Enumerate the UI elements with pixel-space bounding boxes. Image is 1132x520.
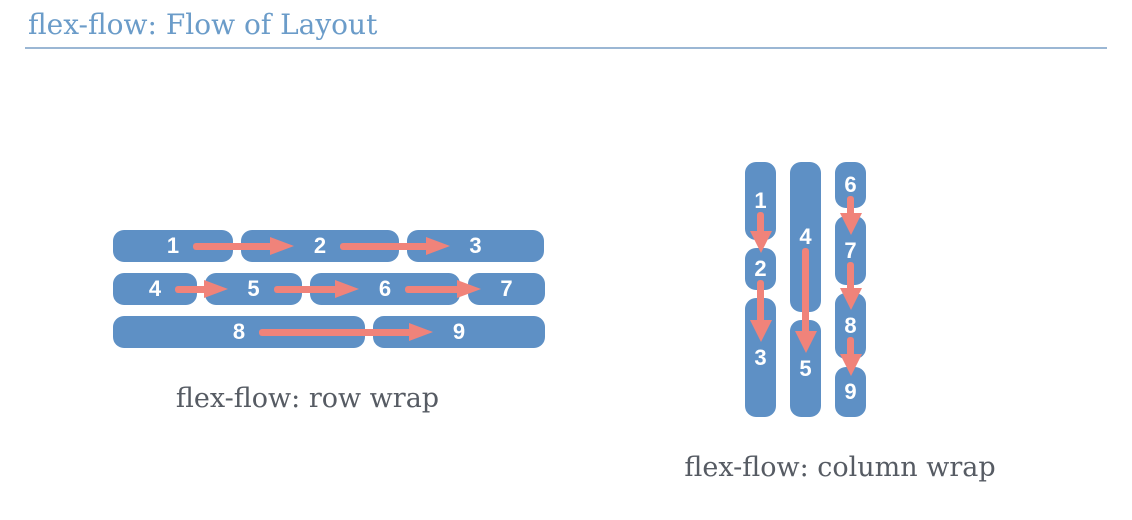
flow-arrow-down-icon xyxy=(839,196,862,235)
flex-item-label: 7 xyxy=(500,276,513,301)
flow-arrow-down-icon xyxy=(839,337,862,376)
flex-item-label: 6 xyxy=(844,172,857,197)
flow-arrow-down-icon xyxy=(794,248,817,353)
flow-arrow-down-icon xyxy=(839,261,862,310)
flow-arrow-right-icon xyxy=(405,280,481,298)
flex-item-box-4: 4 xyxy=(790,162,821,312)
flow-arrow-right-icon xyxy=(340,237,450,255)
flow-arrow-down-icon xyxy=(749,280,772,342)
flex-item-label: 3 xyxy=(469,233,482,258)
flex-item-box-9: 9 xyxy=(835,367,866,417)
flex-item-label: 8 xyxy=(844,313,857,338)
row-wrap-caption: flex-flow: row wrap xyxy=(175,383,440,414)
flex-item-label: 8 xyxy=(232,319,246,344)
row-wrap-diagram: 1 2 3 4 5 6 7 8 9 xyxy=(113,230,545,348)
flow-arrow-down-icon xyxy=(749,212,772,253)
flex-item-label: 2 xyxy=(754,256,767,281)
flex-item-label: 9 xyxy=(452,319,466,344)
flex-item-label: 6 xyxy=(378,276,392,301)
flex-item-label: 9 xyxy=(844,379,857,404)
flex-item-label: 5 xyxy=(799,355,812,381)
column-wrap-diagram: 1 2 3 4 5 6 7 8 9 xyxy=(745,162,866,417)
page-title: flex-flow: Flow of Layout xyxy=(28,8,378,41)
flow-arrow-right-icon xyxy=(175,280,228,298)
flex-item-label: 4 xyxy=(148,276,162,301)
flex-item-label: 4 xyxy=(799,224,812,249)
flex-item-label: 1 xyxy=(166,233,180,258)
flex-item-label: 2 xyxy=(313,233,327,258)
flow-arrow-right-icon xyxy=(193,237,294,255)
flex-item-label: 3 xyxy=(754,344,767,370)
flow-arrow-right-icon xyxy=(259,323,433,341)
title-divider xyxy=(25,47,1107,49)
column-wrap-caption: flex-flow: column wrap xyxy=(684,452,996,483)
flex-item-label: 5 xyxy=(247,276,260,301)
flex-item-label: 1 xyxy=(754,188,767,213)
flex-item-box-7: 7 xyxy=(468,273,545,305)
flex-item-label: 7 xyxy=(844,237,857,263)
flow-arrow-right-icon xyxy=(273,280,359,298)
